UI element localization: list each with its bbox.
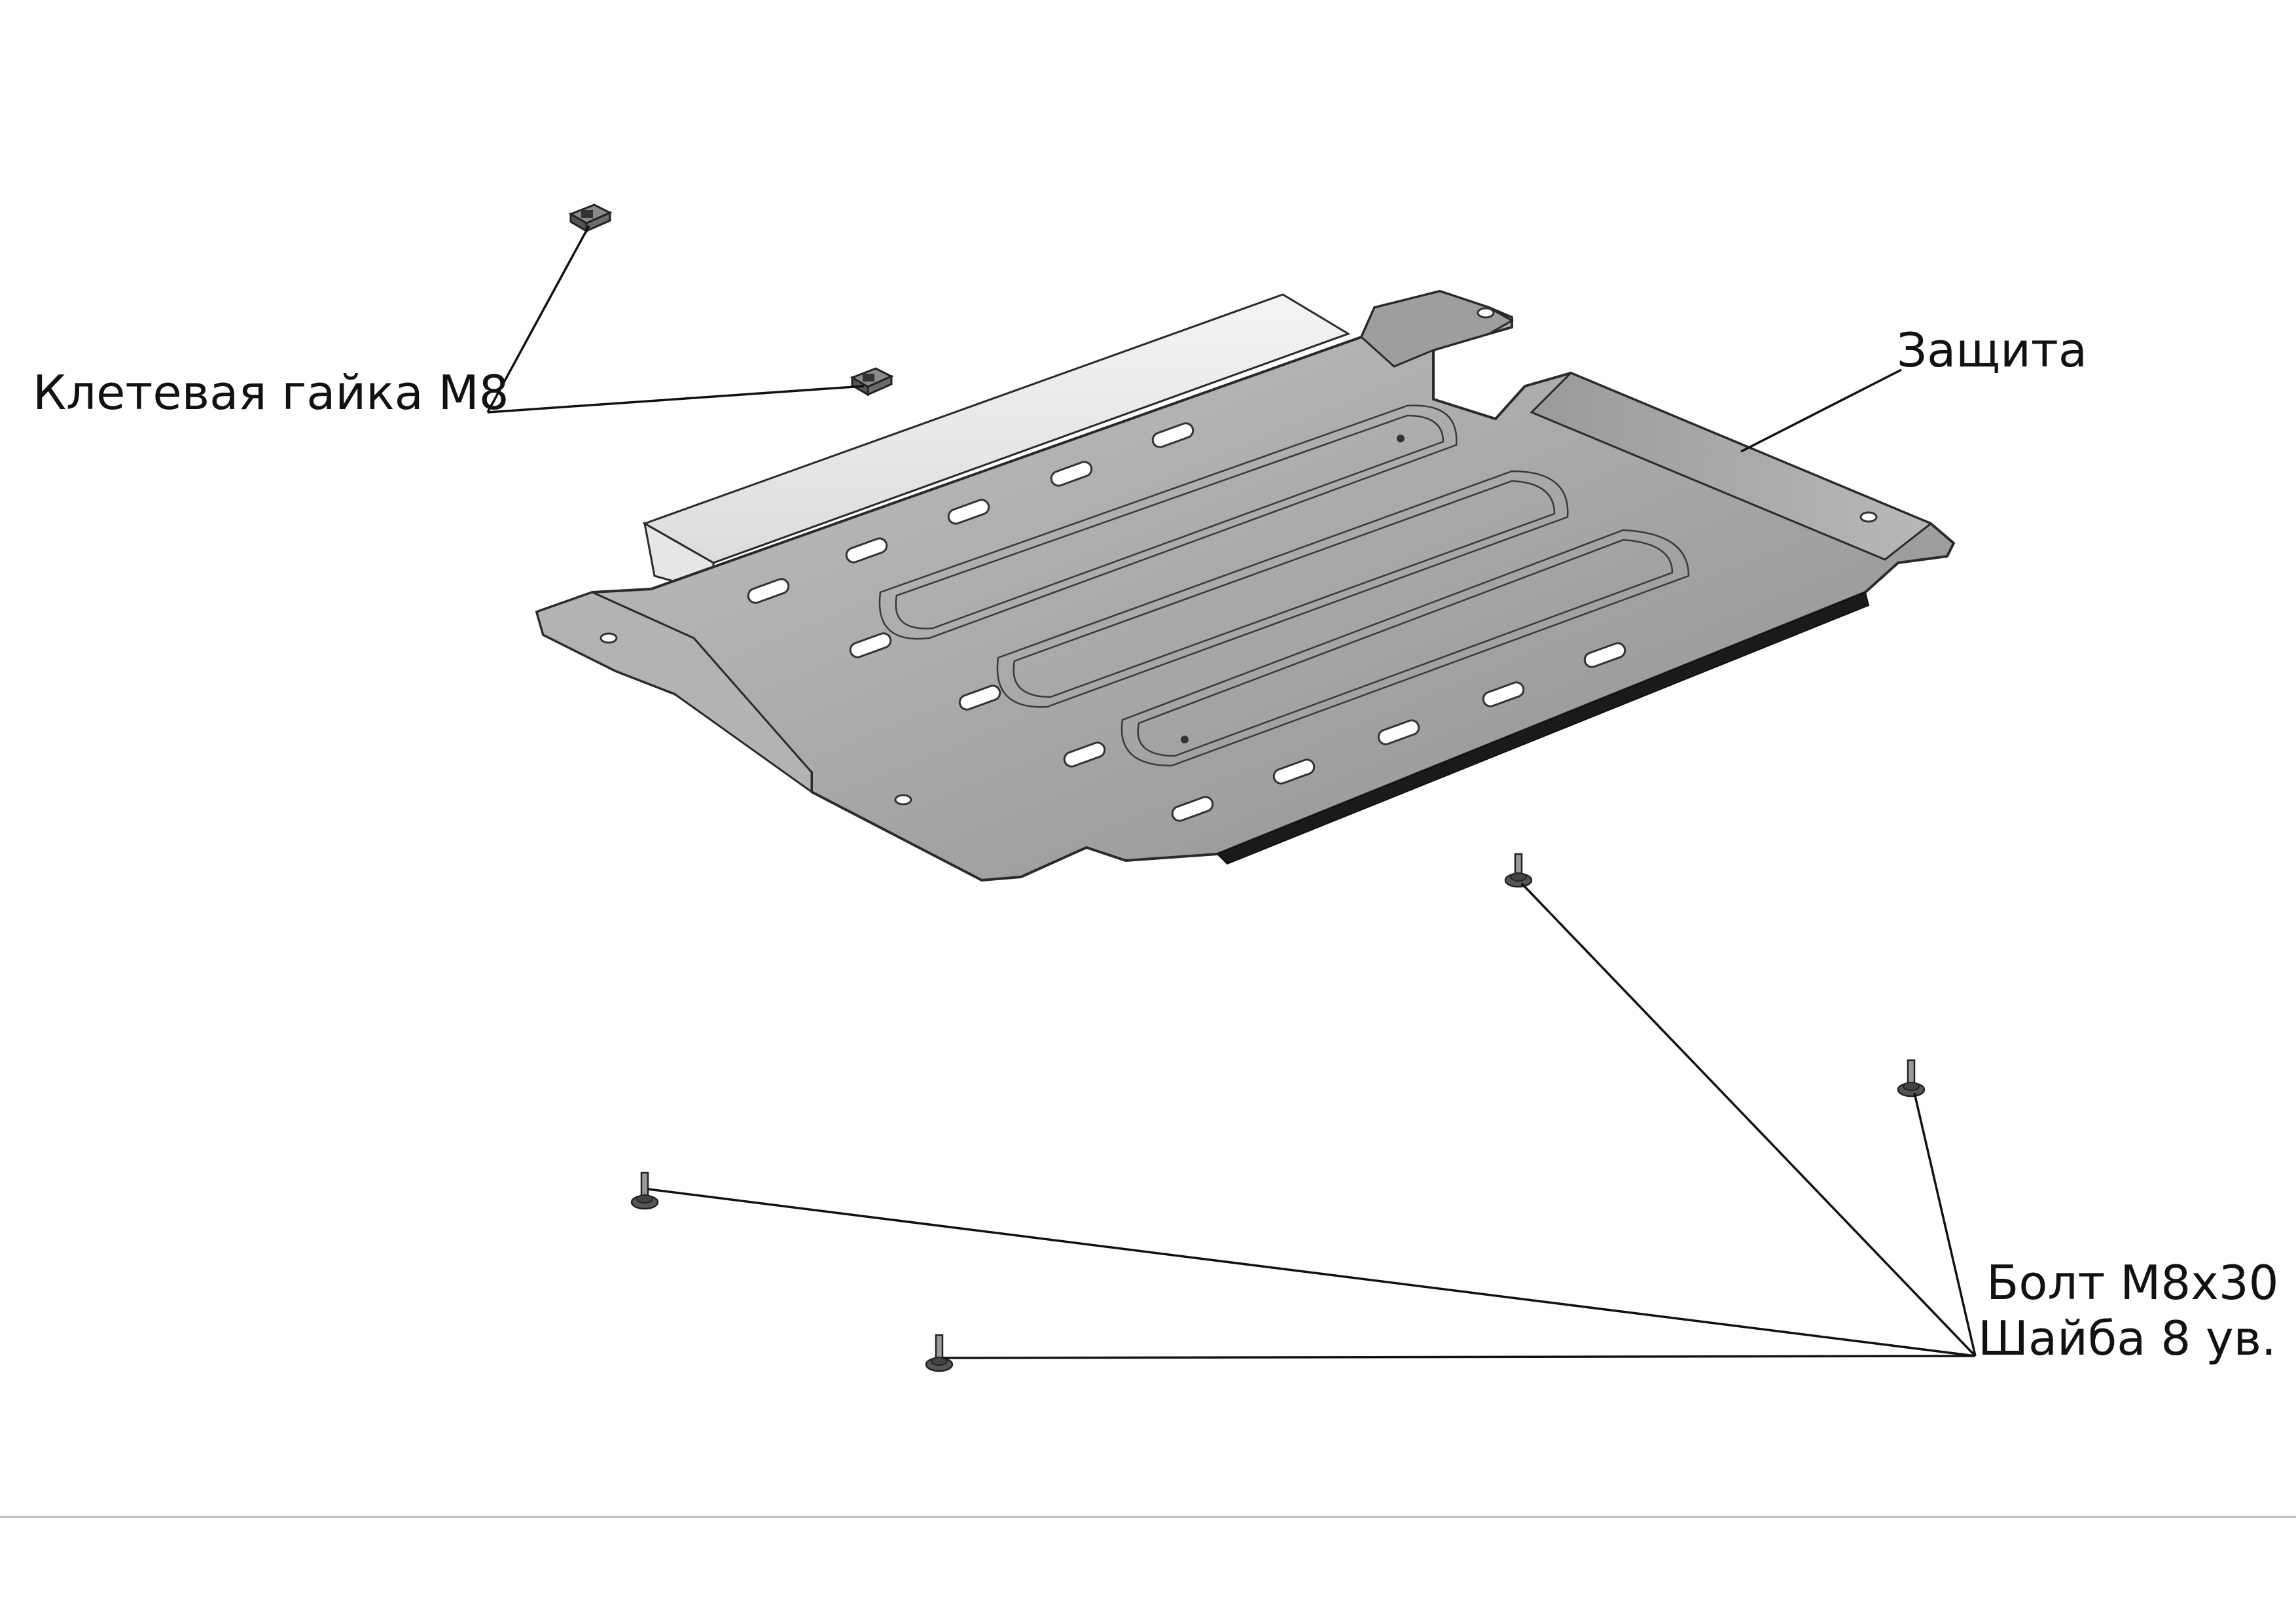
plate-top-tab xyxy=(1360,290,1515,368)
leader-guard xyxy=(1740,368,1902,453)
cage-nut xyxy=(850,367,894,397)
leader-bolt-2 xyxy=(1913,1092,1977,1357)
plate-recesses xyxy=(878,404,1690,767)
plate-mount-holes xyxy=(600,307,1878,806)
plate-front-edge xyxy=(1216,591,1870,865)
skid-plate xyxy=(535,290,1955,882)
leader-bolt-1 xyxy=(1520,882,1977,1357)
plate-body xyxy=(535,290,1955,882)
cage-nut xyxy=(568,204,613,233)
bolt-with-washer xyxy=(925,1334,954,1372)
bolt-with-washer xyxy=(1897,1059,1926,1097)
bolt-with-washer xyxy=(630,1171,659,1210)
leader-bolt-4 xyxy=(942,1355,1976,1359)
guard-label: Защита xyxy=(1897,323,2087,378)
leader-bolt-3 xyxy=(647,1188,1976,1357)
plate-slots xyxy=(747,422,1626,822)
cage-nut-label: Клетевая гайка М8 xyxy=(33,365,509,420)
leader-cage-nut-top xyxy=(486,225,590,413)
bolt-label: Болт М8х30 xyxy=(1986,1255,2278,1310)
bolt-with-washer xyxy=(1504,853,1533,888)
washer-label: Шайба 8 ув. xyxy=(1978,1311,2276,1366)
plate-right-flange xyxy=(1530,372,1933,561)
leader-cage-nut-right xyxy=(487,385,865,414)
leader-lines xyxy=(486,225,1977,1359)
